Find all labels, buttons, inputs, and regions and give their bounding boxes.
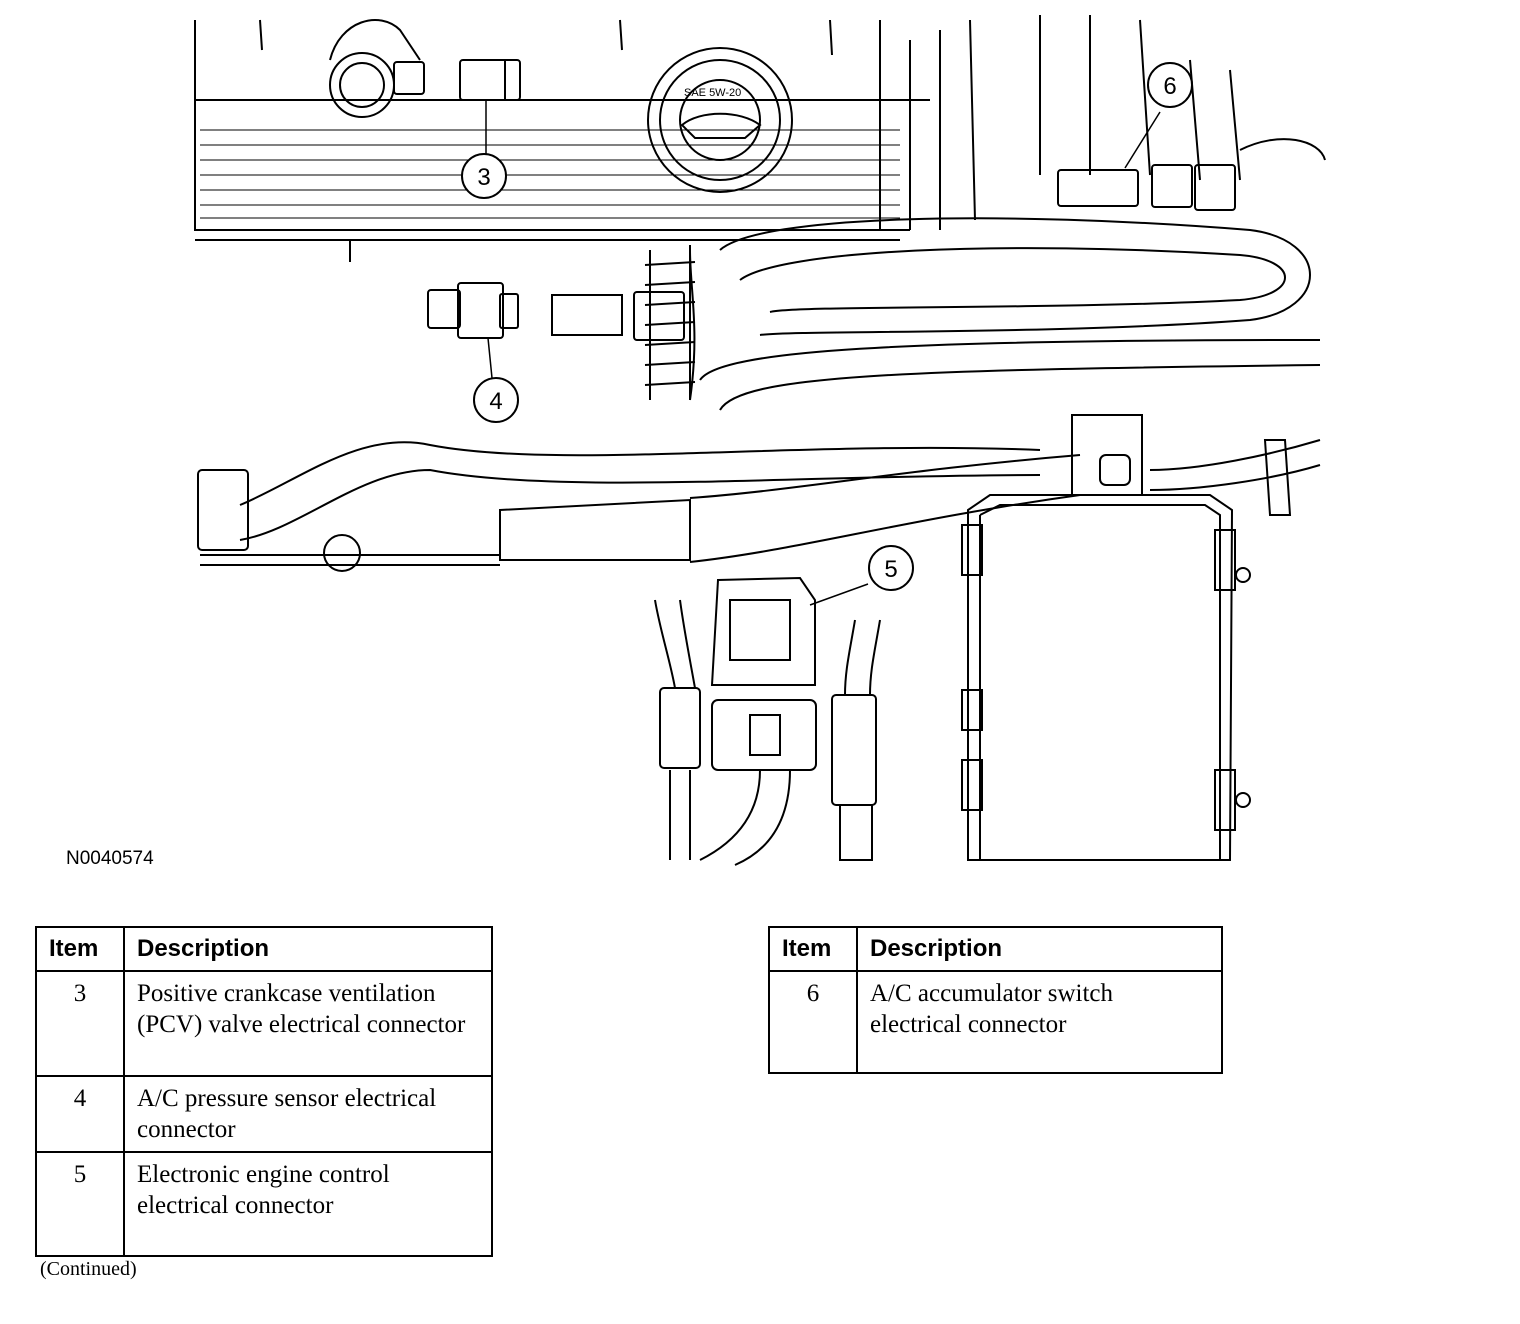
callout-3: 3 (461, 153, 507, 199)
item-column-header: Item (768, 926, 858, 972)
table-row: 4 A/C pressure sensor electrical connect… (35, 1075, 493, 1152)
callout-5-label: 5 (884, 556, 897, 583)
table-row: 3 Positive crankcase ventilation (PCV) v… (35, 970, 493, 1076)
legend-header-row: Item Description (35, 926, 493, 972)
figure-id: N0040574 (66, 848, 154, 869)
continued-note: (Continued) (40, 1258, 137, 1280)
callout-5: 5 (868, 545, 914, 591)
item-description: Positive crankcase ventilation (PCV) val… (123, 970, 493, 1076)
junction-box (961, 414, 1251, 861)
item-number: 6 (768, 970, 858, 1073)
ac-lines (689, 15, 1326, 411)
pcv-elbow (329, 19, 425, 118)
item-description: A/C accumulator switch electrical connec… (856, 970, 1223, 1073)
accordion-boot (644, 245, 696, 400)
item-number: 5 (35, 1151, 125, 1256)
item-column-header: Item (35, 926, 125, 972)
callout-6-label: 6 (1163, 73, 1176, 100)
callout-6: 6 (1147, 62, 1193, 108)
engine-harness-illustration: SAE 5W-20 (194, 15, 1326, 866)
valve-cover (194, 19, 930, 262)
description-column-header: Description (856, 926, 1223, 972)
pcv-connector (459, 59, 521, 158)
item-number: 4 (35, 1075, 125, 1152)
table-row: 6 A/C accumulator switch electrical conn… (768, 970, 1223, 1073)
callout-4-label: 4 (489, 388, 502, 415)
description-column-header: Description (123, 926, 493, 972)
engine-control-connector (654, 576, 881, 866)
item-description: Electronic engine control electrical con… (123, 1151, 493, 1256)
legend-header-row: Item Description (768, 926, 1223, 972)
oil-cap-label: SAE 5W-20 (684, 87, 741, 99)
callout-4: 4 (473, 377, 519, 423)
table-row: 5 Electronic engine control electrical c… (35, 1151, 493, 1256)
pressure-sensor-connector (427, 282, 685, 379)
callout-3-label: 3 (477, 164, 490, 191)
item-number: 3 (35, 970, 125, 1076)
accumulator-switch-connector (1057, 111, 1236, 211)
item-description: A/C pressure sensor electrical connector (123, 1075, 493, 1152)
legend-table-left: Item Description 3 Positive crankcase ve… (35, 926, 493, 1257)
oil-filler-cap (647, 47, 793, 193)
legend-table-right: Item Description 6 A/C accumulator switc… (768, 926, 1223, 1074)
